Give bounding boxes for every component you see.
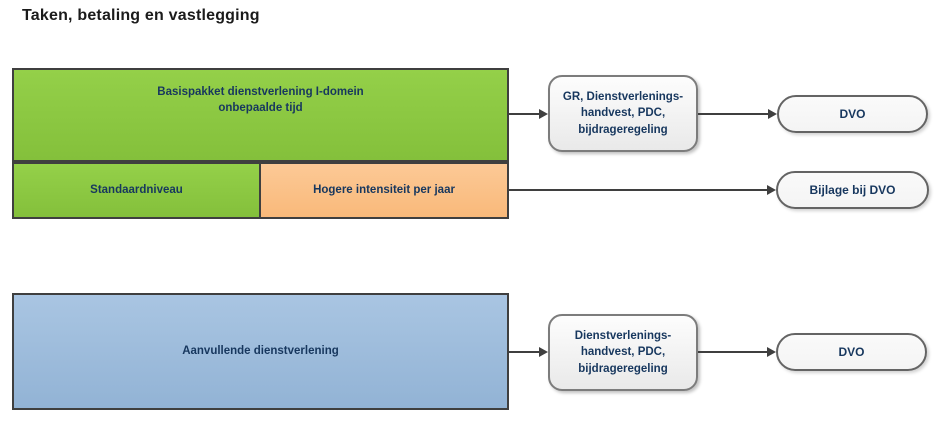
arrow-flow1-higher-to-bijlage-icon — [509, 185, 776, 195]
flow1-standaardniveau-box: Standaardniveau — [12, 162, 261, 219]
flow2-dvo-pill: DVO — [776, 333, 927, 371]
flow1-hogere-intensiteit-box: Hogere intensiteit per jaar — [259, 162, 509, 219]
flow1-dvo-pill: DVO — [777, 95, 928, 133]
arrow-flow1-basis-to-process-icon — [509, 109, 548, 119]
arrow-flow2-main-to-process-icon — [509, 347, 548, 357]
page-title: Taken, betaling en vastlegging — [22, 7, 260, 24]
arrow-flow1-process-to-dvo-icon — [698, 109, 777, 119]
flow1-basispakket-box: Basispakket dienstverlening I-domein onb… — [12, 68, 509, 162]
flow1-bijlage-bij-dvo-pill: Bijlage bij DVO — [776, 171, 929, 209]
flow1-process-box: GR, Dienstverlenings- handvest, PDC, bij… — [548, 75, 698, 152]
flow2-process-box: Dienstverlenings- handvest, PDC, bijdrag… — [548, 314, 698, 391]
flow2-aanvullende-box: Aanvullende dienstverlening — [12, 293, 509, 410]
arrow-flow2-process-to-dvo-icon — [698, 347, 776, 357]
